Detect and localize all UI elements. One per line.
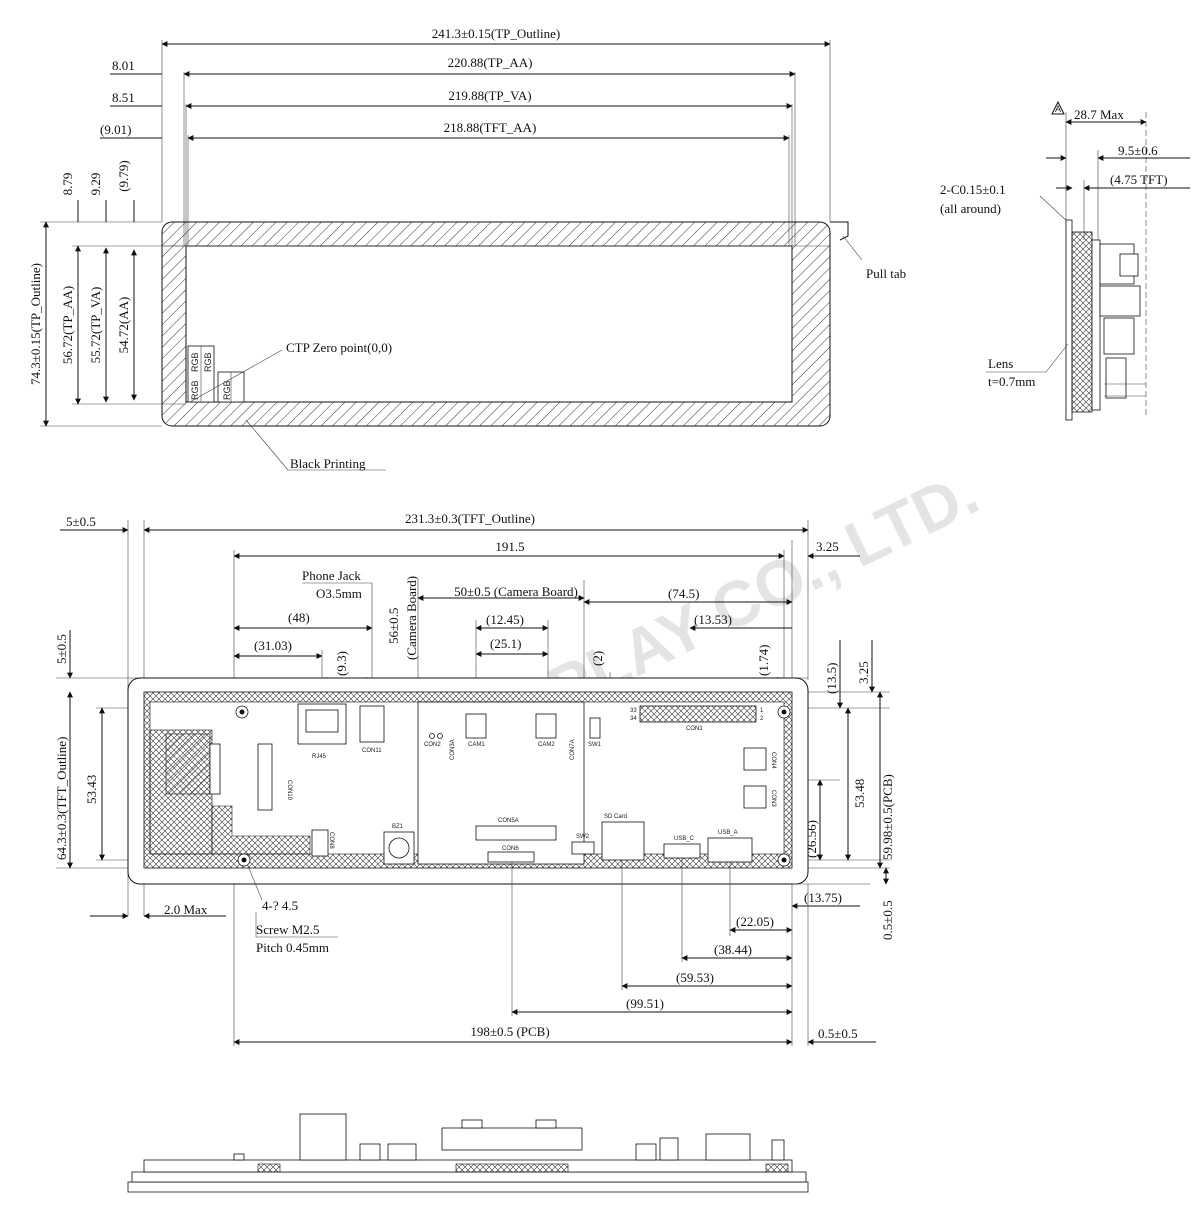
sw2-label: SW2 [576, 834, 590, 840]
bottom-profile [127, 1113, 809, 1193]
dim-left-901: (9.01) [100, 122, 131, 137]
dim-v-aa: 54.72(AA) [116, 297, 131, 354]
dim-left-851: 8.51 [112, 90, 135, 105]
con1-pin-1: 1 [760, 708, 764, 714]
con1-label: CON1 [686, 726, 703, 732]
dim-tft-thickness: (4.75 TFT) [1110, 172, 1168, 187]
dim-5-left: 5±0.5 [54, 634, 69, 664]
rj45-label: RJ45 [312, 754, 327, 760]
dim-93: (9.3) [334, 651, 349, 676]
dim-thickness: 9.5±0.6 [1118, 143, 1158, 158]
back-view: 5±0.5 231.3±0.3(TFT_Outline) 191.5 3.25 … [54, 511, 895, 1046]
rgb-label-1: RGB [190, 352, 200, 372]
rgb-label-4: RGB [222, 380, 232, 400]
con6-label: CON6 [502, 846, 519, 852]
dim-tp-aa: 220.88(TP_AA) [448, 55, 533, 70]
cam1-label: CAM1 [468, 742, 485, 748]
cam2-label: CAM2 [538, 742, 555, 748]
dim-3844: (38.44) [714, 942, 752, 957]
dim-tft-aa: 218.88(TFT_AA) [444, 120, 537, 135]
dim-1375: (13.75) [804, 890, 842, 905]
dim-5343: 53.43 [84, 775, 99, 804]
phone-jack-size: O3.5mm [316, 586, 362, 601]
revision-mark: A [1055, 104, 1061, 114]
camera-board-height: 56±0.5 [386, 608, 401, 644]
dim-979: (9.79) [116, 160, 131, 191]
dim-1245: (12.45) [486, 612, 524, 627]
chamfer-label: 2-C0.15±0.1 [940, 182, 1006, 197]
dim-2205: (22.05) [736, 914, 774, 929]
con1-pin-34: 34 [630, 716, 637, 722]
dim-2-max: 2.0 Max [164, 902, 208, 917]
dim-v-tp-va: 55.72(TP_VA) [88, 287, 103, 364]
dim-5348: 53.48 [852, 779, 867, 808]
dim-879: 8.79 [60, 173, 75, 196]
rgb-label-2: RGB [203, 352, 213, 372]
side-view: A 28.7 Max 9.5±0.6 (4.75 TFT) 2-C0.15±0.… [940, 100, 1190, 421]
con1-pin-2: 2 [760, 716, 764, 722]
dim-tp-va: 219.88(TP_VA) [448, 88, 531, 103]
phone-jack-label: Phone Jack [302, 568, 361, 583]
screw-label: Screw M2.5 [256, 922, 320, 937]
con5a-label: CON5A [498, 818, 519, 824]
dim-v-tp-aa: 56.72(TP_AA) [60, 286, 75, 364]
dim-929: 9.29 [88, 173, 103, 196]
con3a-label: CON3A [450, 739, 456, 760]
dim-2: (2) [590, 651, 605, 666]
dim-251: (25.1) [490, 636, 521, 651]
dim-05-bottom: 0.5±0.5 [818, 1026, 858, 1041]
con1-pin-33: 33 [630, 708, 637, 714]
dim-v-tp-outline: 74.3±0.15(TP_Outline) [28, 263, 43, 385]
camera-board-height-label: (Camera Board) [404, 576, 419, 660]
dim-5-top: 5±0.5 [66, 514, 96, 529]
dim-174: (1.74) [756, 645, 771, 676]
pull-tab-label: Pull tab [866, 266, 906, 281]
con4-label: CON4 [770, 752, 776, 769]
con10-label: CON10 [286, 780, 292, 801]
dim-left-801: 8.01 [112, 58, 135, 73]
usb-c-label: USB_C [674, 836, 695, 842]
dim-pcb-height: 59.98±0.5(PCB) [880, 774, 895, 860]
usb-a-label: USB_A [718, 830, 738, 836]
ctp-zero-point-label: CTP Zero point(0,0) [286, 340, 392, 355]
dim-48: (48) [288, 610, 310, 625]
dim-135: (13.5) [824, 663, 839, 694]
bz1-label: BZ1 [392, 824, 404, 830]
chamfer-label-2: (all around) [940, 201, 1001, 216]
con2-label: CON2 [424, 742, 441, 748]
dim-hole-dia: 4-? 4.5 [262, 898, 298, 913]
pitch-label: Pitch 0.45mm [256, 940, 329, 955]
black-printing-label: Black Printing [290, 456, 366, 471]
dim-325-right: 3.25 [856, 661, 871, 684]
dim-5953: (59.53) [676, 970, 714, 985]
top-view: 241.3±0.15(TP_Outline) 220.88(TP_AA) 8.0… [28, 26, 906, 471]
rgb-label-3: RGB [190, 380, 200, 400]
sw1-label: SW1 [588, 742, 602, 748]
dim-1915: 191.5 [495, 539, 524, 554]
dim-pcb-width: 198±0.5 (PCB) [470, 1024, 549, 1039]
con3-label: CON3 [770, 790, 776, 807]
sd-card-label: SD Card [604, 814, 627, 820]
dim-1353: (13.53) [694, 612, 732, 627]
dim-05-right: 0.5±0.5 [880, 900, 895, 940]
dim-9951: (99.51) [626, 996, 664, 1011]
dim-tp-outline: 241.3±0.15(TP_Outline) [432, 26, 560, 41]
dim-tft-outline: 231.3±0.3(TFT_Outline) [405, 511, 535, 526]
dim-max-thickness: 28.7 Max [1074, 107, 1124, 122]
lens-label: Lens [988, 356, 1013, 371]
con8-label: CON8 [328, 832, 334, 849]
dim-tft-outline-height: 64.3±0.3(TFT_Outline) [54, 737, 69, 860]
dim-3103: (31.03) [254, 638, 292, 653]
dim-camera-board-width: 50±0.5 (Camera Board) [454, 584, 578, 599]
con11-label: CON11 [362, 748, 382, 754]
dim-745: (74.5) [668, 586, 699, 601]
con7a-label: CON7A [570, 739, 576, 760]
dim-325-top: 3.25 [816, 539, 839, 554]
lens-thickness-label: t=0.7mm [988, 374, 1035, 389]
